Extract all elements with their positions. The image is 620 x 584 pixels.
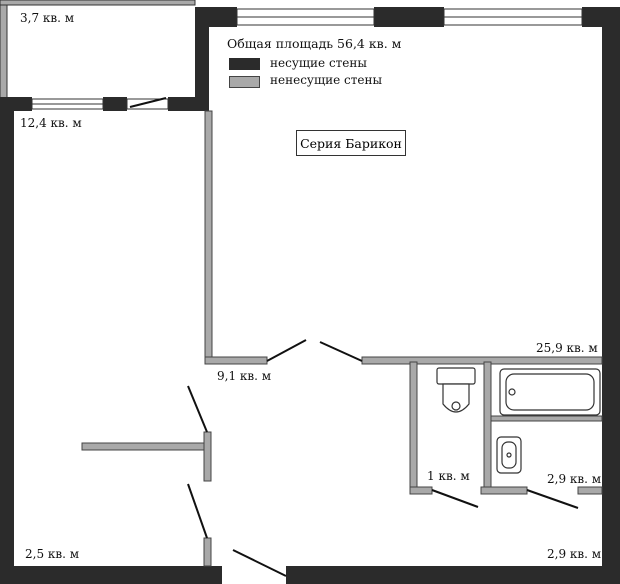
windows bbox=[31, 8, 583, 110]
bathtub-fixture bbox=[499, 368, 601, 416]
room-area-living-room: 25,9 кв. м bbox=[536, 341, 598, 355]
room-area-loggia: 3,7 кв. м bbox=[20, 11, 75, 25]
series-label: Серия Барикон bbox=[296, 130, 406, 156]
load-bearing-walls bbox=[0, 7, 620, 584]
sink-fixture bbox=[496, 436, 522, 474]
room-area-hallway: 9,1 кв. м bbox=[217, 369, 272, 383]
door-swings bbox=[187, 339, 579, 577]
balcony-door bbox=[129, 97, 167, 108]
room-area-bathroom-top: 2,9 кв. м bbox=[547, 472, 602, 486]
toilet-fixture bbox=[436, 367, 476, 413]
room-area-corridor: 2,5 кв. м bbox=[25, 547, 80, 561]
legend-label-load-bearing: несущие стены bbox=[270, 56, 367, 70]
partition-walls bbox=[81, 110, 603, 567]
legend-swatch-partition bbox=[229, 76, 260, 88]
room-area-kitchen: 12,4 кв. м bbox=[20, 116, 82, 130]
room-area-bathroom-bottom: 2,9 кв. м bbox=[547, 547, 602, 561]
total-area-label: Общая площадь 56,4 кв. м bbox=[227, 36, 402, 51]
legend-swatch-load-bearing bbox=[229, 58, 260, 70]
legend-label-partition: ненесущие стены bbox=[270, 73, 383, 87]
room-area-toilet: 1 кв. м bbox=[427, 469, 470, 483]
